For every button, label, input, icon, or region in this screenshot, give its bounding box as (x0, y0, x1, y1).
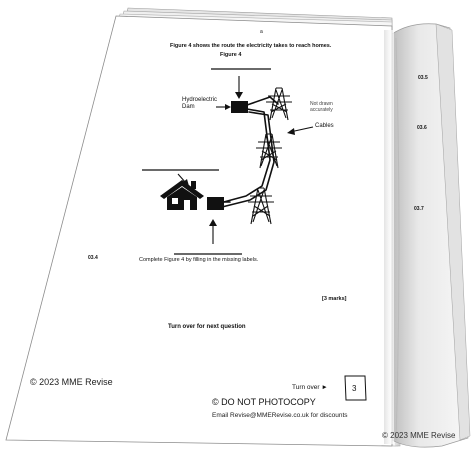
dam-block (231, 101, 248, 113)
page-top-mark: a (260, 29, 263, 35)
pylon-middle-icon (256, 133, 282, 169)
turn-over-label: Turn over ► (292, 384, 328, 391)
pylon-bottom-icon (248, 187, 274, 225)
figure-title: Figure 4 (220, 52, 242, 58)
right-page (391, 23, 471, 448)
house-icon (160, 180, 204, 210)
right-question-037: 03.7 (414, 206, 424, 212)
arrow-top (235, 76, 243, 99)
pylon-top-icon (266, 87, 292, 121)
right-question-035: 03.5 (418, 75, 428, 81)
question-number: 03.4 (88, 255, 98, 261)
copyright-left: © 2023 MME Revise (30, 377, 113, 387)
email-discount-line: Email Revise@MMERevise.co.uk for discoun… (212, 412, 348, 419)
arrow-cables (287, 126, 314, 135)
question-text: Complete Figure 4 by filling in the miss… (139, 257, 259, 263)
figure-intro-text: Figure 4 shows the route the electricity… (170, 43, 332, 49)
substation-block (207, 197, 224, 210)
turn-over-next-question: Turn over for next question (168, 324, 246, 330)
marks-label: [3 marks] (322, 296, 347, 302)
arrow-bottom (209, 219, 217, 244)
copyright-right: © 2023 MME Revise (382, 431, 456, 440)
do-not-photocopy: © DO NOT PHOTOCOPY (212, 397, 316, 407)
label-not-drawn-accurately: Not drawn accurately (310, 101, 333, 113)
right-question-036: 03.6 (417, 125, 427, 131)
arrow-dam (216, 104, 231, 110)
page-number: 3 (352, 384, 357, 393)
front-page (5, 15, 393, 447)
label-hydroelectric-dam: Hydroelectric Dam (182, 97, 218, 110)
page-number-box (344, 375, 367, 401)
label-cables: Cables (315, 123, 334, 129)
